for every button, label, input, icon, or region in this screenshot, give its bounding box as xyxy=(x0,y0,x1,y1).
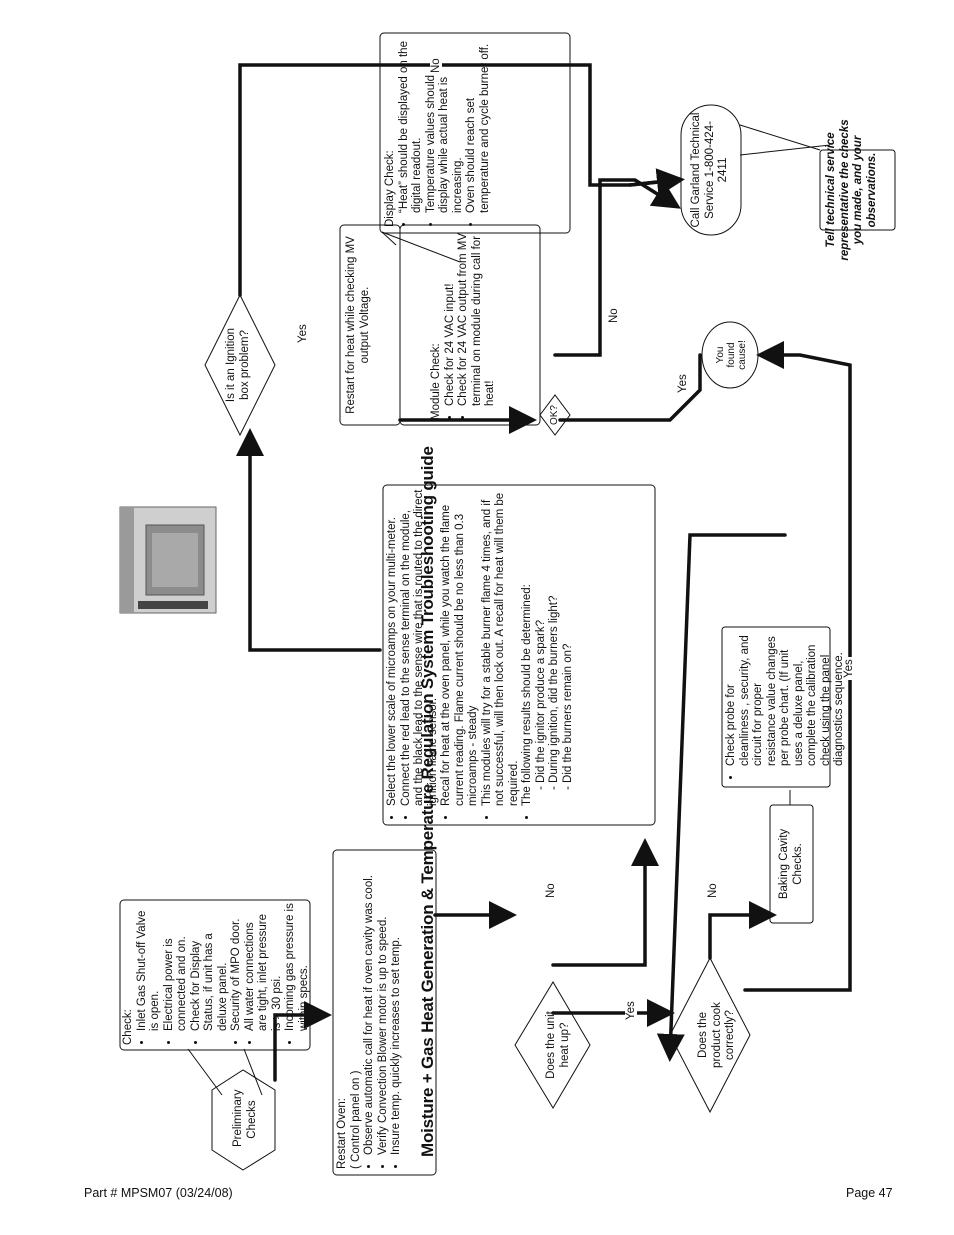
multimeter-item: Select the lower scale of microamps on y… xyxy=(386,488,400,806)
display-check-list: “Heat” should be displayed on the digita… xyxy=(398,37,493,227)
restart-box: Restart Oven: ( Control panel on ) Obser… xyxy=(336,854,404,1169)
no-label: No xyxy=(707,881,719,900)
ok-label: OK? xyxy=(549,405,560,426)
display-check-heading: Display Check: xyxy=(384,150,396,227)
tell-technical: Tell technical service representative th… xyxy=(825,119,878,261)
does-heat-up: Does the unit heat up? xyxy=(545,1011,571,1079)
check-box-border xyxy=(119,899,311,1051)
yes-label: Yes xyxy=(677,372,689,395)
probe-check-list: Check probe for cleanliness , security, … xyxy=(725,630,847,780)
module-check-list: Check for 24 VAC input! Check for 24 VAC… xyxy=(444,230,498,420)
multimeter-subitem-text: Did the burners remain on? xyxy=(561,643,574,783)
no-label: No xyxy=(430,56,442,75)
check-item: Electrical power is connected and on. xyxy=(163,903,190,1031)
part-number: Part # MPSM07 (03/24/08) xyxy=(84,1186,233,1200)
page-number: Page 47 xyxy=(846,1186,893,1200)
you-found-cause: You found cause! xyxy=(715,340,748,370)
check-item: Inlet Gas Shut-off Valve is open. xyxy=(136,903,163,1031)
baking-cavity: Baking Cavity Checks. xyxy=(778,828,804,900)
multimeter-box: Select the lower scale of microamps on y… xyxy=(386,488,575,820)
restart-mv: Restart for heat while checking MV outpu… xyxy=(345,236,371,414)
display-check-item: Oven should reach set temperature and cy… xyxy=(465,37,492,213)
check-list: Inlet Gas Shut-off Valve is open. Electr… xyxy=(136,903,312,1045)
yes-label: Yes xyxy=(843,657,855,680)
check-item: All water connections are tight, inlet p… xyxy=(244,903,285,1031)
probe-check-item: Check probe for cleanliness , security, … xyxy=(725,630,847,766)
probe-check-box: Check probe for cleanliness , security, … xyxy=(725,630,847,780)
restart-heading: Restart Oven: xyxy=(336,1098,348,1169)
multimeter-item: This modules will try for a stable burne… xyxy=(481,488,522,806)
restart-sub: ( Control panel on ) xyxy=(349,1070,362,1169)
multimeter-subitem: - Did the burners remain on? xyxy=(561,643,574,790)
no-label: No xyxy=(545,881,557,900)
multimeter-subitem: - Did the ignitor produce a spark? xyxy=(534,619,547,790)
check-box: Check: Inlet Gas Shut-off Valve is open.… xyxy=(122,903,311,1045)
multimeter-sublist: - Did the ignitor produce a spark? - Dur… xyxy=(535,488,576,820)
multimeter-subitem: - During ignition, did the burners light… xyxy=(548,595,560,790)
multimeter-subitem-text: During ignition, did the burners light? xyxy=(548,595,560,783)
restart-box-border xyxy=(332,849,437,1176)
product-cook: Does the product cook correctly? xyxy=(697,1002,736,1068)
restart-list: Observe automatic call for heat if oven … xyxy=(363,854,404,1169)
check-heading: Check: xyxy=(122,1009,134,1045)
multimeter-item: The following results should be determin… xyxy=(521,488,535,806)
no-label: No xyxy=(608,306,620,325)
multimeter-subitem-text: Did the ignitor produce a spark? xyxy=(534,619,547,783)
call-garland: Call Garland Technical Service 1-800-424… xyxy=(690,112,729,228)
check-item: Incoming gas pressure is within specs. xyxy=(284,903,311,1031)
preliminary-checks: Preliminary Checks xyxy=(232,1089,258,1147)
yes-label: Yes xyxy=(297,322,309,345)
display-check-item: “Heat” should be displayed on the digita… xyxy=(398,37,425,213)
oven-illustration xyxy=(119,506,217,614)
multimeter-item: Connect the red lead to the sense termin… xyxy=(400,488,441,806)
module-check-item: Check for 24 VAC output from MV terminal… xyxy=(457,230,498,406)
multimeter-item: Recal for heat at the oven panel, while … xyxy=(440,488,481,806)
module-check-heading: Module Check: xyxy=(430,343,442,420)
restart-item: Insure temp. quickly increases to set te… xyxy=(390,854,404,1155)
module-check-box: Module Check: Check for 24 VAC input! Ch… xyxy=(430,230,498,420)
restart-item: Verify Convection Blower motor is up to … xyxy=(377,854,391,1155)
check-item: Check for Display Status, if unit has a … xyxy=(190,903,231,1031)
module-check-item: Check for 24 VAC input! xyxy=(444,230,458,406)
restart-item: Observe automatic call for heat if oven … xyxy=(363,854,377,1155)
yes-label: Yes xyxy=(625,999,637,1022)
check-item: Security of MPO door. xyxy=(230,903,244,1032)
preliminary-shape xyxy=(211,1069,276,1171)
oven-image xyxy=(118,505,218,615)
ignition-box-problem: Is it an Ignition box problem? xyxy=(225,327,251,403)
multimeter-list: Select the lower scale of microamps on y… xyxy=(386,488,535,820)
